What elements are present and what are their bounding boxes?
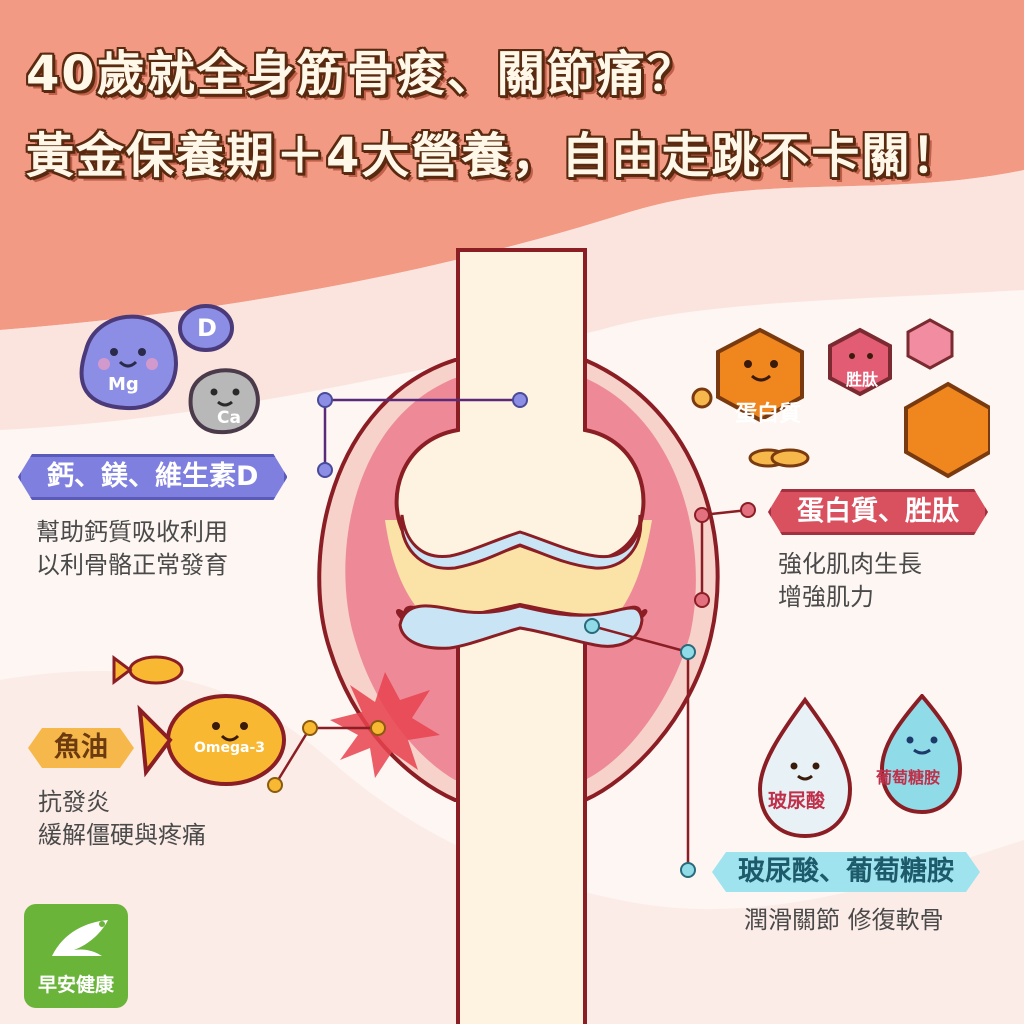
connector-dot [740, 502, 756, 518]
femur-cartilage [400, 514, 643, 570]
vitamin-d-label: D [197, 314, 217, 342]
bird-logo-icon [52, 920, 108, 956]
tibia-shaft [460, 790, 583, 1024]
protein-desc-line: 強化肌肉生長 [778, 550, 922, 578]
glucosamine-label: 葡萄糖胺 [876, 768, 941, 787]
protein-desc-line: 增強肌力 [778, 583, 874, 611]
hyaluronic-label: 玻尿酸 [768, 790, 826, 812]
calcium-character [188, 368, 260, 435]
fish-oil-desc-line: 抗發炎 [38, 788, 110, 816]
brand-name: 早安健康 [37, 974, 114, 996]
fish-oil-desc-line: 緩解僵硬與疼痛 [38, 821, 206, 849]
brand-logo: 早安健康 [24, 904, 128, 1008]
connector-dot [317, 462, 333, 478]
peptide-character [828, 327, 892, 397]
header-wave [0, 0, 1024, 330]
hyaluronic-tag: 玻尿酸、葡萄糖胺 [712, 852, 980, 892]
connector-dot [267, 777, 283, 793]
small-fish-icon [128, 655, 184, 685]
connector-hyaluronic [591, 624, 690, 870]
calcium-desc-line: 幫助鈣質吸收利用 [36, 518, 228, 546]
hyaluronic-description: 潤滑關節 修復軟骨 [744, 904, 944, 937]
connector-dot [694, 592, 710, 608]
peptide-label: 胜肽 [846, 370, 879, 389]
mineral-characters [79, 304, 260, 435]
hyaluronic-desc-line: 潤滑關節 修復軟骨 [744, 906, 944, 934]
magnesium-label: Mg [108, 374, 139, 395]
vitamin-d-character [178, 304, 234, 352]
calcium-description: 幫助鈣質吸收利用 以利骨骼正常發育 [36, 516, 228, 582]
connector-dot [317, 392, 333, 408]
fish-oil-tag: 魚油 [28, 728, 134, 768]
calcium-label: Ca [217, 408, 241, 428]
protein-hexagon [904, 381, 990, 479]
omega-label: Omega-3 [194, 740, 266, 756]
tibia-shaft-outline [456, 790, 587, 1024]
calcium-tag: 鈣、鎂、維生素D [18, 454, 287, 500]
magnesium-character [79, 314, 178, 411]
drop-characters [757, 694, 963, 839]
hyaluronic-character [757, 696, 853, 839]
connector-dot [512, 392, 528, 408]
tibia-cartilage [398, 604, 644, 650]
protein-characters [691, 318, 990, 479]
peptide-small [906, 318, 954, 370]
fish-characters [112, 655, 286, 786]
protein-description: 強化肌肉生長 增強肌力 [778, 548, 922, 614]
connector-dot [680, 862, 696, 878]
headline-line1: 40歲就全身筋骨痠、關節痛？ [26, 46, 697, 102]
connector-dot [584, 618, 600, 634]
connector-dot [680, 644, 696, 660]
protein-tag: 蛋白質、胜肽 [768, 489, 988, 535]
connector-protein [700, 508, 749, 600]
connector-calcium [323, 398, 520, 470]
protein-character [716, 327, 804, 423]
connector-dot [302, 720, 318, 736]
fish-oil-description: 抗發炎 緩解僵硬與疼痛 [38, 786, 206, 852]
calcium-desc-line: 以利骨骼正常發育 [36, 551, 228, 579]
protein-label: 蛋白質 [735, 402, 802, 427]
connector-dot [694, 507, 710, 523]
connector-dot [370, 720, 386, 736]
headline-line2: 黃金保養期＋4大營養，自由走跳不卡關！ [26, 128, 962, 184]
